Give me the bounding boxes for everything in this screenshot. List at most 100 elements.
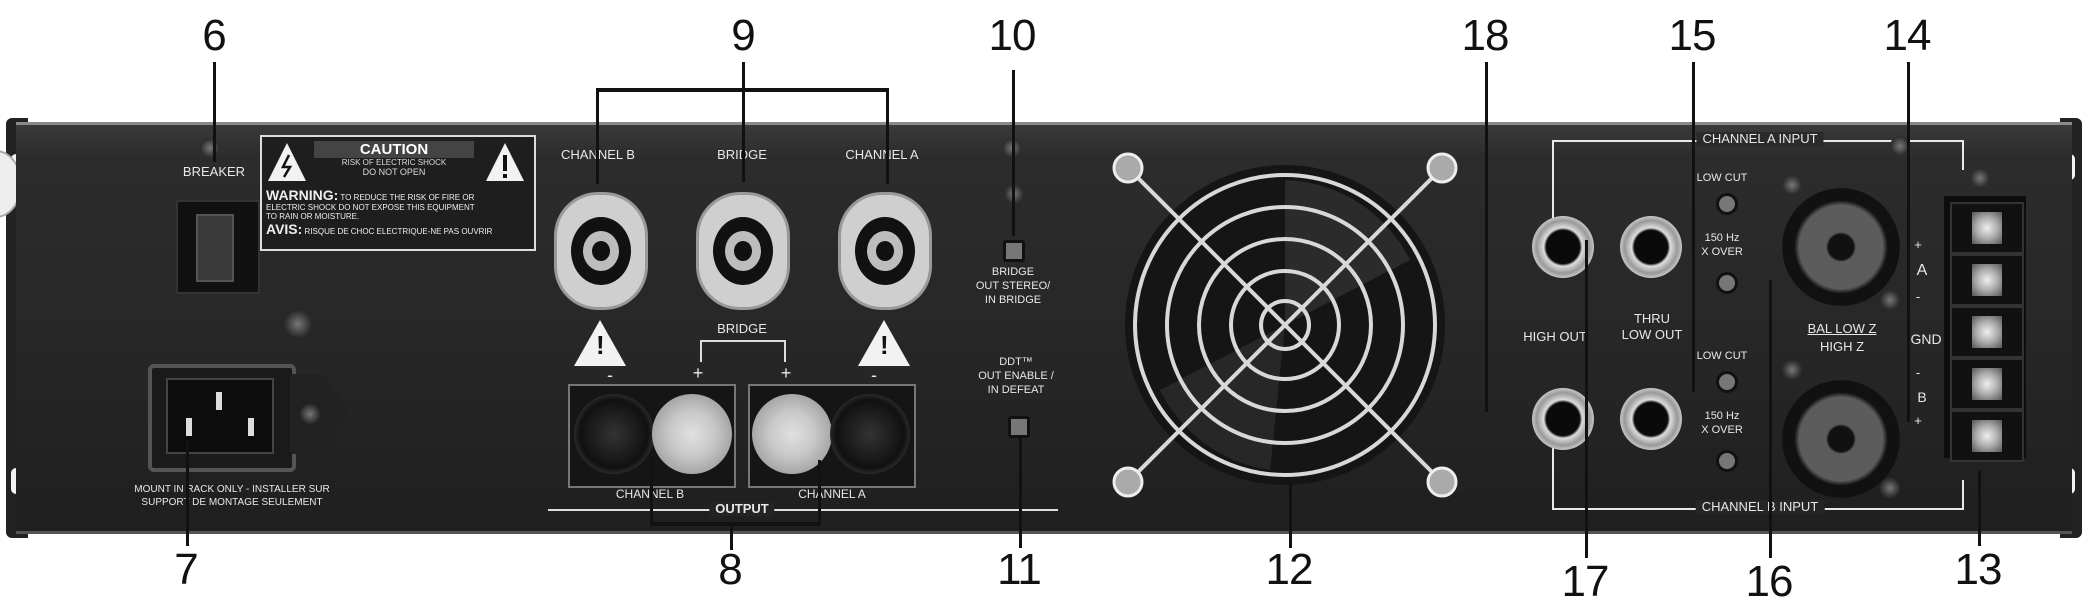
high-out-jack-a[interactable] <box>1532 216 1594 278</box>
xover-label-b-1: 150 Hz <box>1704 410 1740 422</box>
leader-9 <box>742 62 745 182</box>
thru-low-out-jack-a[interactable] <box>1620 216 1682 278</box>
plus-label: + <box>780 363 792 383</box>
breaker[interactable] <box>176 200 260 294</box>
output-channel-a-label: CHANNEL A <box>798 487 866 501</box>
output-label: OUTPUT <box>709 501 775 517</box>
leader-15 <box>1692 62 1695 392</box>
screw <box>1970 168 1990 188</box>
terminal-screw[interactable] <box>1950 202 2024 254</box>
ddt-label-1: DDT™ <box>999 356 1033 368</box>
ddt-label-3: IN DEFEAT <box>987 384 1045 396</box>
input-b-bracket <box>1552 420 1554 510</box>
binding-post-b-plus[interactable] <box>652 394 732 474</box>
caution-label: CAUTION RISK OF ELECTRIC SHOCK DO NOT OP… <box>260 135 536 251</box>
output-rule <box>548 509 1058 511</box>
bridge-switch[interactable] <box>1003 240 1025 262</box>
avis-head: AVIS: <box>266 221 303 238</box>
warning-text-1: TO REDUCE THE RISK OF FIRE OR <box>340 193 475 202</box>
leader-8 <box>730 524 733 550</box>
binding-post-a-minus[interactable] <box>830 394 910 474</box>
callout-12: 12 <box>1265 545 1314 594</box>
terminal-screw[interactable] <box>1950 254 2024 306</box>
low-cut-label-b: LOW CUT <box>1696 350 1748 362</box>
terminal-screw[interactable] <box>1950 306 2024 358</box>
thru-low-out-jack-b[interactable] <box>1620 388 1682 450</box>
high-out-label: HIGH OUT <box>1523 329 1587 344</box>
leader-11 <box>1019 436 1022 548</box>
screw <box>200 138 220 158</box>
thru-label: THRU <box>1633 311 1671 326</box>
neutral-pin <box>248 418 254 436</box>
xover-label-b-2: X OVER <box>1701 424 1743 436</box>
screw <box>300 404 320 424</box>
callout-7: 7 <box>174 545 199 594</box>
speakon-bridge[interactable] <box>696 192 790 310</box>
callout-14: 14 <box>1883 11 1932 60</box>
channel-a-input-label: CHANNEL A INPUT <box>1696 131 1824 147</box>
input-a-bracket <box>1962 140 1964 170</box>
bridge-switch-label-3: IN BRIDGE <box>984 294 1042 306</box>
input-b-bracket <box>1962 480 1964 510</box>
callout-13: 13 <box>1954 545 2003 594</box>
bridge-bracket <box>784 340 786 362</box>
terminal-gnd: GND <box>1910 331 1942 347</box>
low-cut-switch-a[interactable] <box>1716 193 1738 215</box>
combo-input-a[interactable] <box>1782 188 1900 306</box>
minus-label: - <box>871 365 877 385</box>
terminal-screw[interactable] <box>1950 358 2024 410</box>
warning-text-3: TO RAIN OR MOISTURE. <box>266 212 360 222</box>
caution-text: CAUTION RISK OF ELECTRIC SHOCK DO NOT OP… <box>314 141 474 185</box>
lightning-warning-icon <box>266 141 308 183</box>
callout-8: 8 <box>718 545 743 594</box>
high-out-jack-b[interactable] <box>1532 388 1594 450</box>
callout-16: 16 <box>1745 557 1794 606</box>
line-pin <box>186 418 192 436</box>
combo-input-b[interactable] <box>1782 380 1900 498</box>
warning-text-2: ELECTRIC SHOCK DO NOT EXPOSE THIS EQUIPM… <box>266 203 475 213</box>
ac-power-inlet[interactable] <box>148 364 296 472</box>
breaker-button[interactable] <box>196 214 234 282</box>
terminal-minus-b: - <box>1915 365 1921 380</box>
speakon-channel-b[interactable] <box>554 192 648 310</box>
bridge-switch-label-1: BRIDGE <box>991 266 1035 278</box>
low-cut-label-a: LOW CUT <box>1696 172 1748 184</box>
xover-switch-a[interactable] <box>1716 272 1738 294</box>
leader-9a <box>886 88 889 184</box>
bridge-bracket <box>700 340 786 342</box>
exclamation-warning-icon <box>484 141 526 183</box>
leader-17 <box>1585 240 1588 558</box>
leader-6 <box>213 62 216 162</box>
inlet-socket <box>166 378 274 454</box>
xover-label-a-2: X OVER <box>1701 246 1743 258</box>
breaker-label: BREAKER <box>182 164 246 179</box>
bridge-switch-label-2: OUT STEREO/ <box>975 280 1051 292</box>
leader-14 <box>1907 62 1910 422</box>
fan-grille-icon <box>1112 152 1458 498</box>
input-a-bracket <box>1552 140 1554 230</box>
channel-b-input-label: CHANNEL B INPUT <box>1695 499 1825 515</box>
screw <box>1880 290 1900 310</box>
screw <box>1782 360 1802 380</box>
bracket-8 <box>650 522 820 526</box>
leader-7 <box>186 440 189 546</box>
low-out-label: LOW OUT <box>1621 327 1683 342</box>
bal-low-z-label: BAL LOW Z <box>1807 321 1877 336</box>
speakon-channel-a[interactable] <box>838 192 932 310</box>
callout-6: 6 <box>202 11 227 60</box>
low-cut-switch-b[interactable] <box>1716 371 1738 393</box>
ddt-switch[interactable] <box>1008 416 1030 438</box>
warning-head: WARNING: <box>266 187 339 203</box>
xover-switch-b[interactable] <box>1716 450 1738 472</box>
caution-line1: RISK OF ELECTRIC SHOCK <box>341 158 447 167</box>
plus-label: + <box>692 363 704 383</box>
ground-pin <box>216 392 222 410</box>
caution-line2: DO NOT OPEN <box>362 167 426 177</box>
minus-label: - <box>607 365 613 385</box>
binding-post-b-minus[interactable] <box>574 394 654 474</box>
terminal-screw[interactable] <box>1950 410 2024 462</box>
ddt-label-2: OUT ENABLE / <box>978 370 1054 382</box>
warning-text: WARNING: TO REDUCE THE RISK OF FIRE OR E… <box>266 187 530 238</box>
leader-13 <box>1978 470 1981 546</box>
screw <box>1890 136 1910 156</box>
